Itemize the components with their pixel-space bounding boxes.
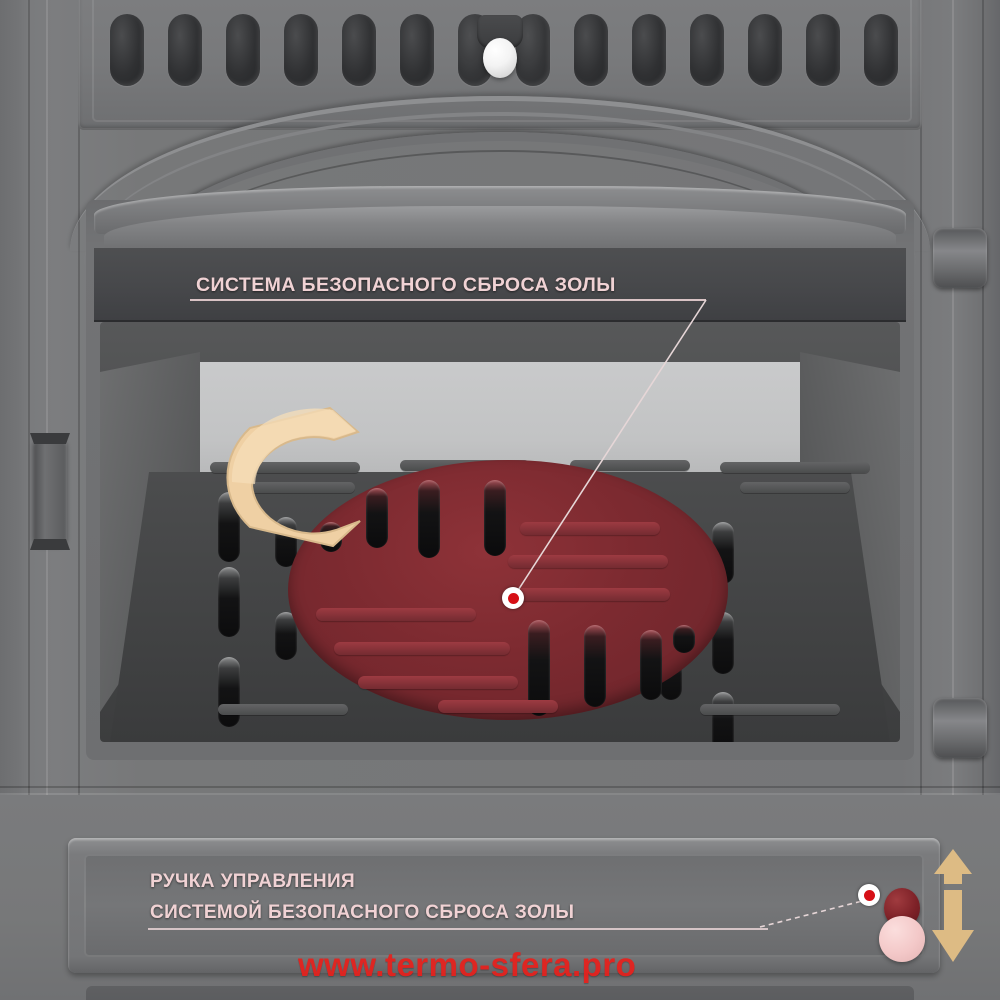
vent-slot [342, 14, 376, 86]
seam-mid-horizontal-light [0, 793, 1000, 795]
grate-slot [712, 692, 734, 742]
rotating-grate-rib [502, 588, 670, 601]
rotating-grate-hole [673, 625, 695, 653]
annotation-top-underline [190, 299, 706, 301]
annotation-bottom-line1: РУЧКА УПРАВЛЕНИЯ [150, 871, 356, 892]
grate-rib [720, 462, 870, 473]
grate-rib [210, 462, 360, 473]
door-top-lip-inner [104, 206, 896, 250]
seam-right-outer [982, 0, 984, 1000]
annotation-top-label: СИСТЕМА БЕЗОПАСНОГО СБРОСА ЗОЛЫ [196, 274, 616, 296]
annotation-bottom-underline [148, 928, 768, 930]
vent-slot [168, 14, 202, 86]
vent-slot [690, 14, 724, 86]
grate-slot [218, 492, 240, 562]
arch-band-mid [84, 112, 916, 266]
grate-rib [245, 482, 355, 493]
watermark: www.termo-sfera.pro [298, 946, 637, 983]
ash-control-knob-highlight [879, 916, 925, 962]
vent-slot [748, 14, 782, 86]
rotating-grate-slot [418, 480, 440, 558]
door-header-band [94, 248, 906, 322]
grate-slot [218, 657, 240, 727]
grate-rib [218, 704, 348, 715]
vent-slot [400, 14, 434, 86]
vent-slot [284, 14, 318, 86]
vent-slot [864, 14, 898, 86]
vent-slot [574, 14, 608, 86]
rotating-grate-rib [358, 676, 518, 689]
annotation-bottom-label: РУЧКА УПРАВЛЕНИЯ СИСТЕМОЙ БЕЗОПАСНОГО СБ… [150, 866, 574, 928]
door-hinge-top[interactable] [933, 228, 987, 288]
arch-band-inner [98, 132, 902, 311]
rotating-grate-rib [520, 522, 660, 535]
seam-mid-horizontal [0, 786, 1000, 788]
seam-left-panel [78, 0, 80, 1000]
rotating-grate-rib [334, 642, 510, 655]
vent-slot [632, 14, 666, 86]
grate-slot [218, 567, 240, 637]
rotating-grate-rib [316, 608, 476, 621]
rotating-grate-slot [584, 625, 606, 707]
annotation-bottom-marker-core [863, 889, 875, 901]
vent-slot [226, 14, 260, 86]
annotation-top-marker-core [507, 592, 519, 604]
lower-drawer-strip [86, 986, 914, 1000]
door-latch[interactable] [33, 437, 67, 545]
grate-rib [740, 482, 850, 493]
rotating-grate-slot [640, 630, 662, 700]
rotating-grate-slot [484, 480, 506, 556]
vent-slot [110, 14, 144, 86]
seam-left-outer [28, 0, 30, 1000]
seam-right-inner [952, 0, 954, 1000]
grate-slot [275, 612, 297, 660]
arch-band-outer [70, 96, 930, 251]
annotation-bottom-line2: СИСТЕМОЙ БЕЗОПАСНОГО СБРОСА ЗОЛЫ [150, 902, 575, 923]
top-knob-ball[interactable] [483, 38, 517, 78]
door-hinge-bottom[interactable] [933, 698, 987, 758]
vent-slot [806, 14, 840, 86]
rotating-grate-hole [320, 522, 342, 552]
rotating-grate-slot [528, 620, 550, 716]
annotation-bottom-marker [858, 884, 880, 906]
seam-right-panel [920, 0, 922, 1000]
rotating-grate-rib [438, 700, 558, 713]
rotating-grate-rib [508, 555, 668, 568]
rotating-grate-slot [366, 488, 388, 548]
grate-rib [700, 704, 840, 715]
annotation-top-marker [502, 587, 524, 609]
